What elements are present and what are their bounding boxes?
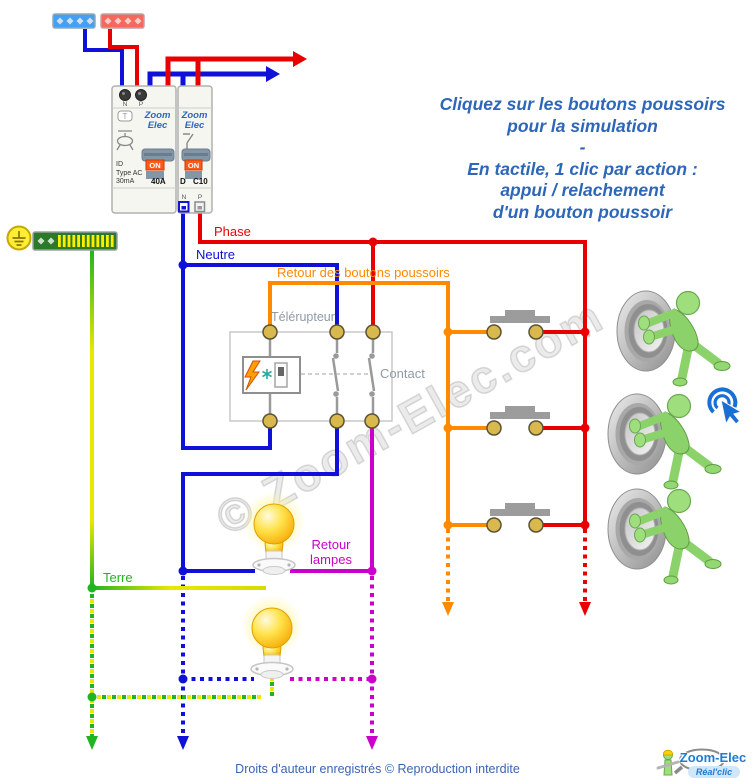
contact-label: Contact	[380, 366, 425, 381]
terre-arrow-down	[86, 736, 98, 750]
wire-phase-supply	[108, 29, 139, 100]
zoom-elec-logo: Zoom-Elec Réal'clic	[658, 746, 754, 783]
contact-blades	[331, 357, 376, 392]
breaker-left-on[interactable]: ON	[149, 160, 161, 170]
neutre-label: Neutre	[196, 247, 236, 262]
wire-retour-lampes	[290, 423, 374, 573]
breaker-left-p: P	[138, 101, 144, 108]
breaker-left-type: Type AC	[116, 169, 143, 177]
lampes-arrow-down	[366, 736, 378, 750]
wire-boutons-bus	[268, 281, 450, 525]
click-cursor-icon	[707, 387, 743, 426]
telerupteur-label: Télérupteur	[271, 310, 335, 324]
breaker-left-n: N	[122, 101, 128, 108]
instruction-line: En tactile, 1 clic par action :	[467, 158, 698, 179]
instruction-line: -	[579, 137, 586, 157]
telerupteur	[229, 331, 393, 422]
test-button[interactable]	[117, 110, 133, 122]
wire-neutre-lamp2-dashed	[181, 576, 254, 736]
breaker-right-n: N	[181, 194, 187, 201]
breaker-left-sensitivity: 30mA	[116, 178, 135, 185]
copyright-text: Droits d'auteur enregistrés © Reproducti…	[235, 762, 520, 776]
earth-terminal-strip	[32, 231, 118, 251]
wire-phase	[198, 209, 587, 525]
terminals	[262, 324, 544, 533]
on-indicator[interactable]	[184, 159, 203, 171]
wire-phase-button-stubs	[543, 330, 585, 527]
test-button-label[interactable]: T	[122, 112, 128, 121]
phase-terminal-block	[100, 13, 145, 29]
breaker-left-current: 40A	[151, 177, 166, 186]
wire-neutre-lamp	[181, 423, 339, 573]
logo-brand: Zoom-Elec	[679, 750, 747, 765]
boutons-arrow-down	[442, 602, 454, 616]
logo-tagline: Réal'clic	[688, 766, 740, 778]
push-button-symbol-3[interactable]	[490, 503, 550, 516]
differential-symbol-icon	[116, 130, 134, 151]
neutre-arrow-down	[177, 736, 189, 750]
breaker-right-rating: C10	[193, 177, 208, 186]
breaker-left-brand: Zoom Elec	[144, 110, 171, 131]
logo-art	[656, 748, 725, 776]
junction-dots	[87, 237, 590, 702]
breaker-right-on[interactable]: ON	[187, 160, 200, 170]
breaker-right-brand: Zoom Elec	[181, 110, 208, 131]
neutral-terminal-block	[52, 13, 96, 29]
circuit-wires	[86, 209, 591, 750]
phase-label: Phase	[214, 224, 251, 239]
wire-neutre	[181, 209, 339, 332]
instruction-line: d'un bouton poussoir	[492, 201, 673, 222]
lightning-icon	[244, 360, 261, 391]
retour-boutons-label: Retour des boutons poussoirs	[277, 265, 450, 280]
breaker-right-p: P	[197, 194, 203, 201]
push-button-symbol-2[interactable]	[490, 406, 550, 419]
phase-arrow-right	[293, 51, 307, 67]
neutre-arrow-right	[266, 66, 280, 82]
instruction-line: Cliquez sur les boutons poussoirs	[439, 94, 726, 114]
on-indicator[interactable]	[145, 159, 165, 171]
breaker-left-model: ID	[116, 161, 123, 168]
earth-symbol-icon	[6, 225, 32, 251]
breaker-right-curve: D	[180, 177, 186, 186]
wire-neutre-supply	[83, 29, 124, 100]
instructions-text: Cliquez sur les boutons poussoirs pour l…	[410, 94, 755, 223]
phase-arrow-down	[579, 602, 591, 616]
wire-boutons-stubs	[448, 330, 487, 527]
push-button-symbol-1[interactable]	[490, 310, 550, 323]
terre-label: Terre	[103, 570, 133, 585]
asterisk-icon	[262, 369, 272, 379]
instruction-line: appui / relachement	[500, 180, 665, 200]
differential-breaker	[111, 85, 177, 214]
circuit-breaker	[177, 85, 213, 214]
wire-neutre-coil	[181, 265, 272, 450]
instruction-line: pour la simulation	[507, 115, 658, 136]
wire-retour-lampes-dashed	[290, 576, 374, 736]
retour-lampes-label: Retour lampes	[310, 537, 352, 567]
